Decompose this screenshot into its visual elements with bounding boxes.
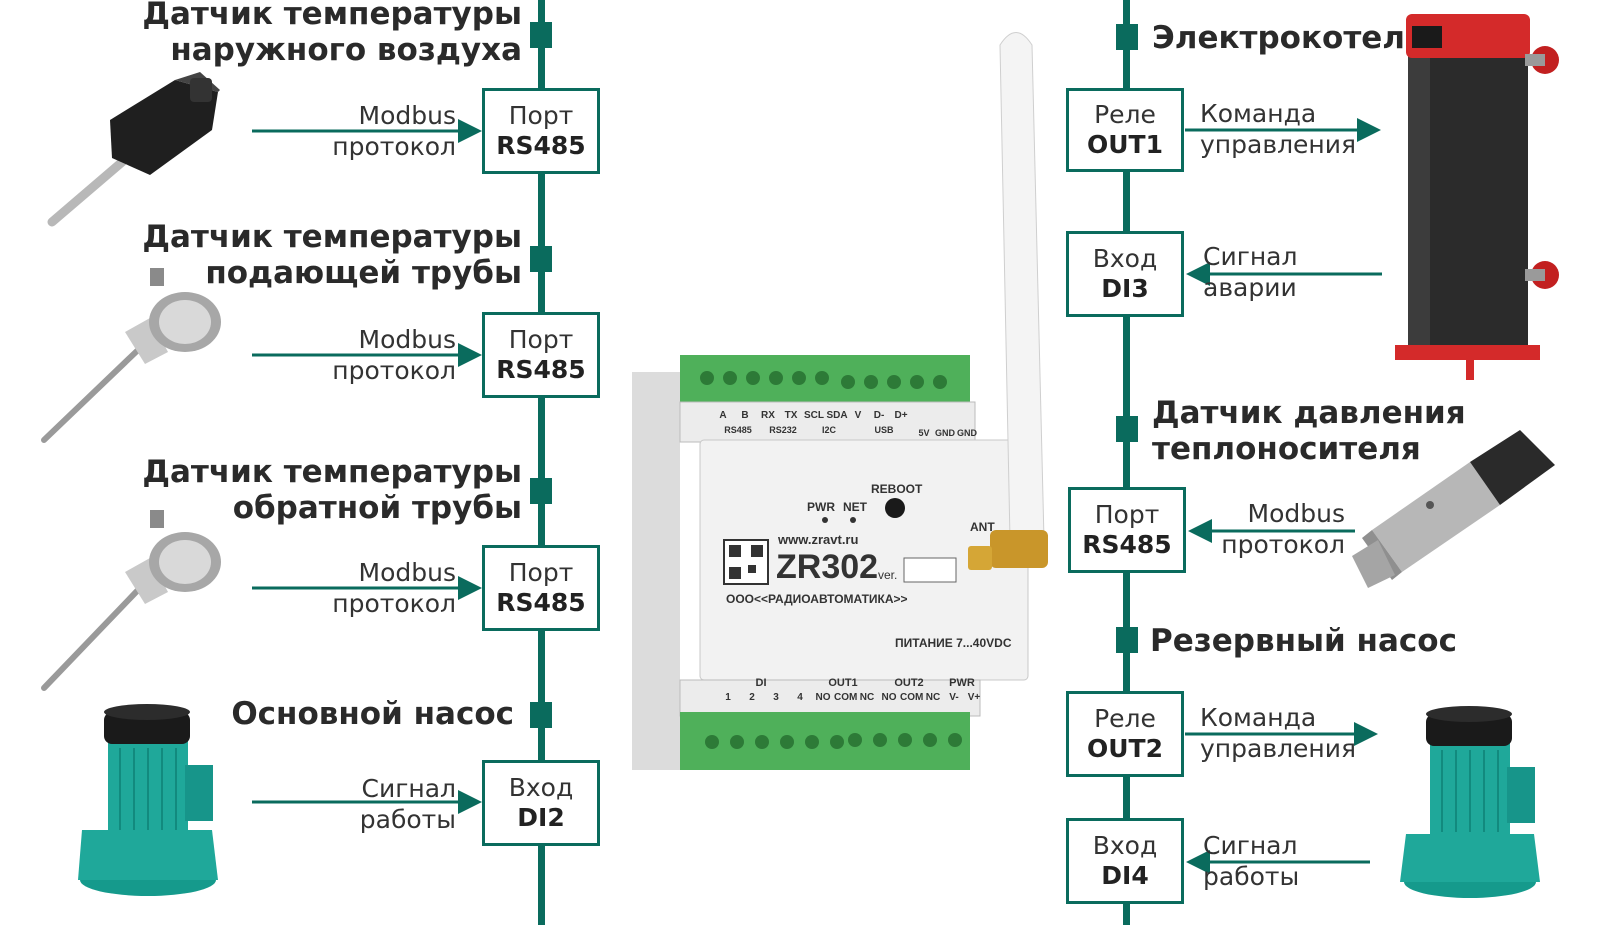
controller-website: www.zravt.ru (778, 532, 859, 547)
ant-label: ANT (970, 520, 995, 534)
pin-label: NO (881, 692, 897, 703)
group-label: RS232 (769, 425, 797, 435)
left-bus-marker (530, 246, 552, 272)
right-bus-marker (1116, 24, 1138, 50)
zr302-controller-image (632, 32, 1048, 770)
pin-label: TX (784, 410, 798, 421)
controller-power-label: ПИТАНИЕ 7...40VDC (895, 636, 1012, 650)
group-label: I2C (821, 425, 836, 435)
pin-label: V- (949, 692, 959, 703)
pipe-sensor-image-2 (41, 510, 221, 691)
electric-boiler-image (1395, 14, 1559, 380)
pin-label: NO (815, 692, 831, 703)
pin-label: GND (957, 428, 977, 438)
pin-label: A (719, 410, 727, 421)
right-block-1-title: Электрокотел (1152, 20, 1406, 56)
pin-label: NC (859, 692, 875, 703)
pwr-led-label: PWR (807, 500, 835, 514)
controller-model: ZR302 (776, 548, 879, 586)
pin-label: D+ (894, 410, 908, 421)
pin-label: V (854, 410, 862, 421)
right-bus-marker (1116, 416, 1138, 442)
pin-label: RX (761, 410, 775, 421)
net-led-label: NET (843, 500, 867, 514)
pin-label: 5V (918, 428, 930, 438)
reserve-pump-image (1400, 706, 1540, 898)
pin-label: SDA (826, 410, 848, 421)
pin-label: 3 (773, 692, 779, 703)
pin-label: COM (900, 692, 924, 703)
left-bus-marker (530, 702, 552, 728)
pin-label: 2 (749, 692, 755, 703)
group-label: RS485 (724, 425, 752, 435)
right-bus-line (1123, 0, 1130, 925)
pressure-sensor-image (1352, 430, 1555, 588)
pin-label: D- (873, 410, 885, 421)
left-bus-marker (530, 478, 552, 504)
controller-company: ООО<<РАДИОАВТОМАТИКА>> (726, 592, 908, 606)
pin-label: B (741, 410, 749, 421)
right-bus-marker (1116, 627, 1138, 653)
group-label: PWR (949, 677, 975, 689)
group-label: DI (755, 677, 767, 689)
pin-label: 1 (725, 692, 731, 703)
main-pump-image (78, 704, 218, 896)
pipe-sensor-image-1 (41, 268, 221, 443)
reboot-label: REBOOT (871, 482, 923, 496)
pin-label: V+ (967, 692, 981, 703)
group-label: OUT1 (828, 677, 858, 689)
group-label: OUT2 (894, 677, 924, 689)
group-label: USB (874, 425, 894, 435)
pin-label: GND (935, 428, 955, 438)
pin-label: COM (834, 692, 858, 703)
left-bus-marker (530, 22, 552, 48)
controller-ver-label: ver. (878, 568, 898, 582)
pin-label: NC (925, 692, 941, 703)
top-group-labels: RS485 RS232 I2C USB (716, 425, 916, 435)
left-bus-line (538, 0, 545, 925)
pin-label: SCL (804, 410, 824, 421)
right-block-4-title: Резервный насос (1150, 623, 1457, 659)
bottom-group-labels: DI OUT1 OUT2 PWR (712, 677, 982, 689)
outdoor-sensor-image (47, 72, 220, 227)
pin-label: 4 (797, 692, 803, 703)
left-block-4-title: Основной насос (231, 696, 514, 732)
